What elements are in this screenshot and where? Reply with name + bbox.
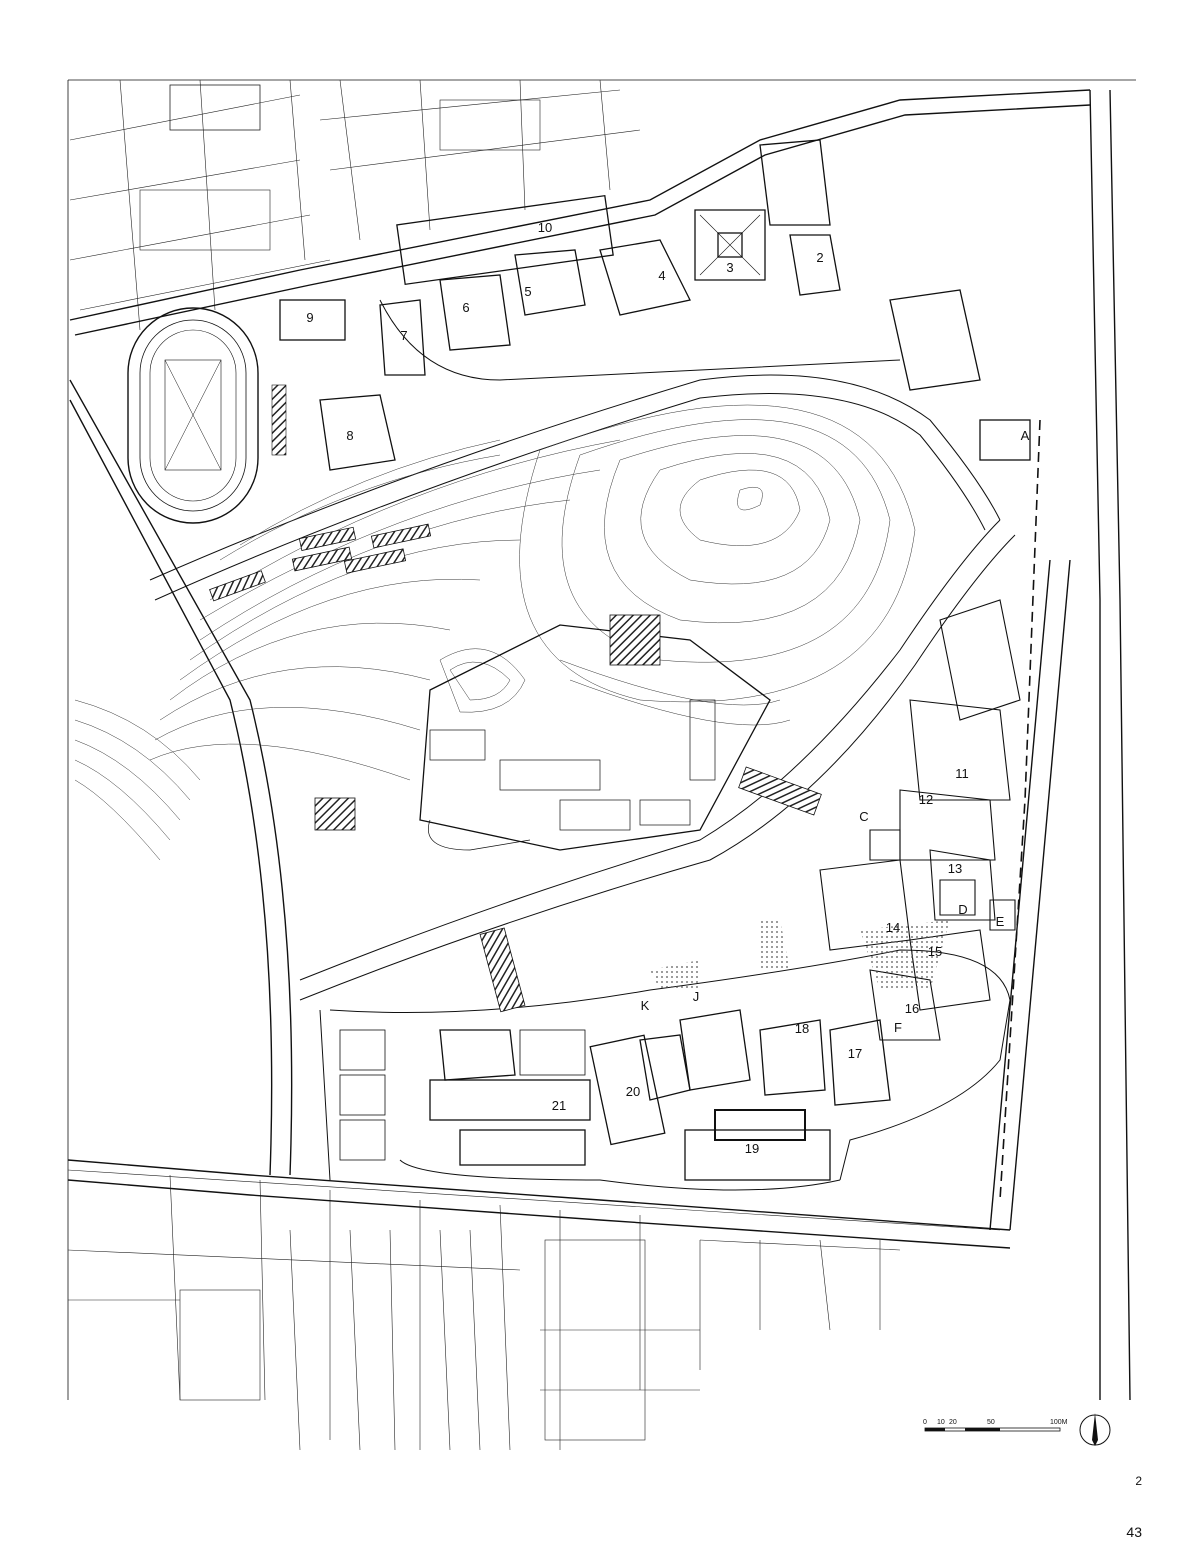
building-label-21: 21 [552, 1098, 566, 1113]
building-label-4: 4 [658, 268, 665, 283]
building-label-17: 17 [848, 1046, 862, 1061]
zone-label-E: E [996, 914, 1005, 929]
scale-tick-20: 20 [949, 1419, 957, 1426]
figure-number: 2 [1135, 1474, 1142, 1488]
hill-contours [74, 404, 916, 861]
plaza-areas [650, 920, 950, 990]
zone-label-K: K [641, 998, 650, 1013]
zone-label-C: C [859, 809, 868, 824]
map-frame [67, 79, 1136, 1400]
zone-label-F: F [894, 1020, 902, 1035]
building-label-20: 20 [626, 1084, 640, 1099]
scale-tick-10: 10 [937, 1419, 945, 1426]
north-buildings [279, 139, 1031, 471]
zone-label-D: D [958, 902, 967, 917]
ring-roads [149, 299, 1016, 1191]
zone-label-A: A [1021, 428, 1030, 443]
south-field-parcels [67, 1169, 1001, 1451]
south-campus [339, 1009, 891, 1181]
boundary-dashes [999, 419, 1041, 1201]
building-label-9: 9 [306, 310, 313, 325]
building-label-19: 19 [745, 1141, 759, 1156]
scale-tick-0: 0 [923, 1419, 927, 1426]
scale-bar: 0 10 20 50 100M [923, 1419, 1068, 1432]
page-number: 43 [1126, 1524, 1142, 1540]
building-label-6: 6 [462, 300, 469, 315]
road-network [67, 89, 1131, 1401]
building-label-11: 11 [955, 766, 969, 781]
parcel-lines [69, 79, 641, 331]
building-label-16: 16 [905, 1001, 919, 1016]
building-label-10: 10 [538, 220, 552, 235]
building-label-2: 2 [816, 250, 823, 265]
hatched-structures [209, 523, 822, 1013]
building-label-3: 3 [726, 260, 733, 275]
building-label-8: 8 [346, 428, 353, 443]
building-label-12: 12 [919, 792, 933, 807]
building-label-18: 18 [795, 1021, 809, 1036]
building-label-15: 15 [928, 944, 942, 959]
zone-label-J: J [693, 989, 700, 1004]
scale-tick-50: 50 [987, 1419, 995, 1426]
plateau-school-site [419, 624, 771, 851]
scale-tick-100: 100M [1050, 1419, 1068, 1426]
running-track [127, 307, 287, 524]
north-arrow-icon [1079, 1413, 1111, 1446]
building-label-5: 5 [524, 284, 531, 299]
building-label-14: 14 [886, 920, 900, 935]
building-label-7: 7 [400, 328, 407, 343]
building-label-13: 13 [948, 861, 962, 876]
